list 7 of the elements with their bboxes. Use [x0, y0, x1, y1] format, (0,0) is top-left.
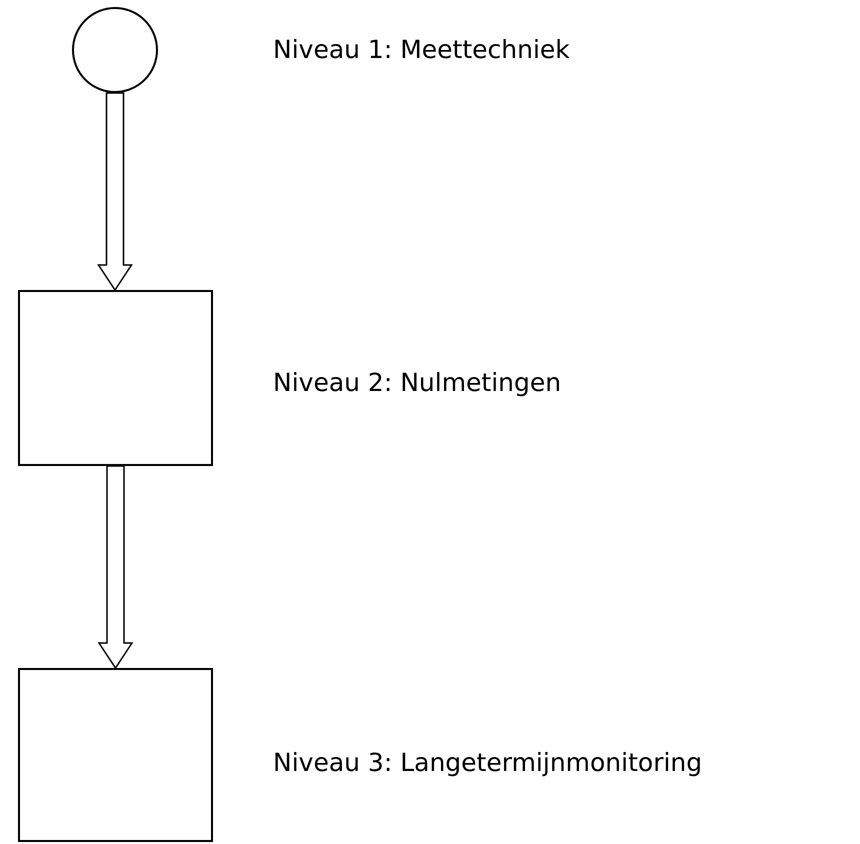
- level-label: Niveau 2: Nulmetingen: [273, 368, 562, 398]
- level-label: Niveau 1: Meettechniek: [273, 35, 570, 65]
- rectangle-box: [18, 290, 213, 466]
- rectangle-box: [18, 668, 213, 842]
- block-arrow: [98, 465, 134, 670]
- block-arrow: [97, 92, 133, 292]
- level-label: Niveau 3: Langetermijnmonitoring: [273, 748, 702, 778]
